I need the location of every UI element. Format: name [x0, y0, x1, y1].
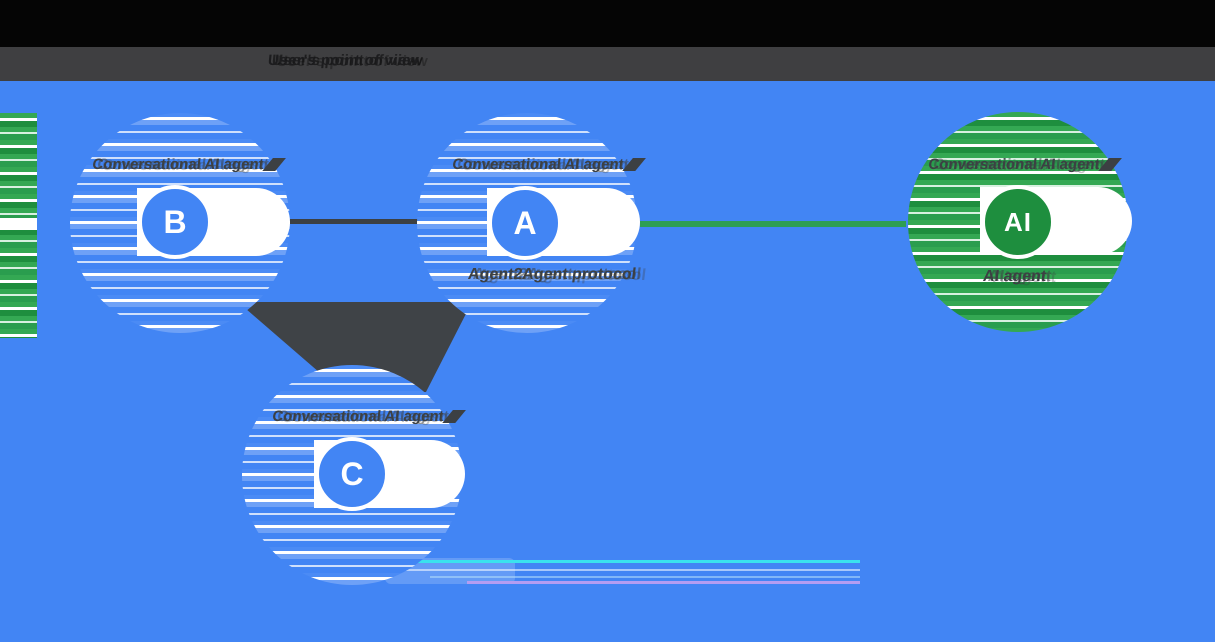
edge-b-to-a: [288, 219, 418, 224]
node-ai-label: Conversational AI agent: [912, 156, 1134, 173]
node-a-circle: A: [488, 186, 562, 260]
node-c-circle: C: [315, 437, 389, 511]
edge-protocol-label: Agent2Agent protocol: [467, 266, 638, 283]
node-a-label: Conversational AI agent: [436, 156, 658, 173]
node-ai-letter: AI: [1004, 206, 1032, 237]
node-b-label: Conversational AI agent: [76, 156, 298, 173]
scanline-artifact: [430, 576, 860, 578]
node-ai-circle: AI: [981, 185, 1055, 259]
node-c-label: Conversational AI agent: [256, 408, 478, 425]
scanline-artifact: [402, 569, 860, 571]
scanline-artifact: [390, 560, 860, 563]
header-bar: [0, 47, 1215, 81]
header-top-band: [0, 0, 1215, 47]
node-b-circle: B: [138, 185, 212, 259]
scanline-artifact: [467, 581, 860, 584]
node-c-letter: C: [340, 455, 364, 492]
page-title: User's point of view: [267, 52, 420, 69]
left-glitch-bar-gap: [0, 218, 37, 230]
edge-a-to-ai: [640, 221, 906, 227]
node-a-letter: A: [513, 204, 537, 241]
node-b-letter: B: [163, 203, 187, 240]
node-ai-sublabel: AI agent: [982, 268, 1048, 285]
